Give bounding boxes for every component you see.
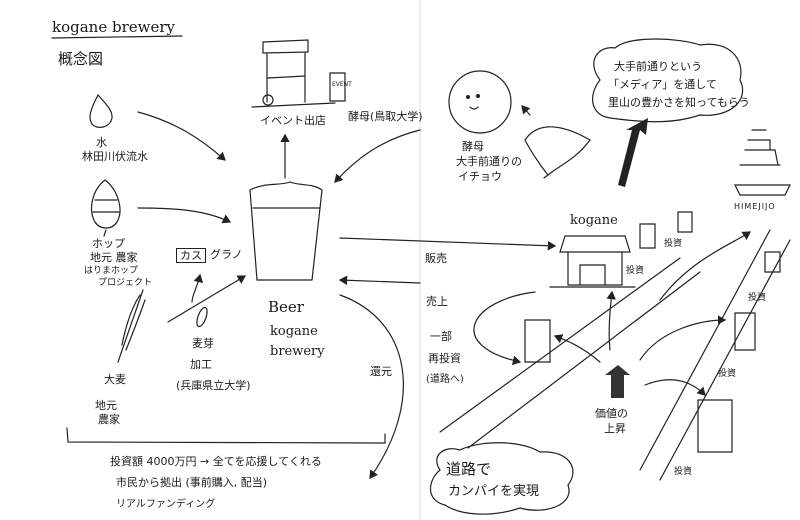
page-subtitle: 概念図 bbox=[58, 50, 104, 68]
buildings bbox=[524, 211, 781, 453]
invest-label: 投資 bbox=[718, 369, 737, 379]
event-stall-icon bbox=[251, 39, 346, 108]
road-lines bbox=[439, 229, 791, 481]
media-cloud bbox=[592, 38, 744, 123]
beer-label: Beer bbox=[268, 298, 304, 316]
yeast-label-3: イチョウ bbox=[458, 170, 502, 183]
castle-label: HIMEJIJO bbox=[734, 202, 776, 211]
media-cloud-line-2: 「メディア」を通して bbox=[608, 78, 717, 91]
byproduct-product: グラノ bbox=[210, 248, 243, 261]
water-drop-icon bbox=[89, 93, 113, 128]
event-sign: EVENT bbox=[332, 81, 352, 88]
malt-grain-icon bbox=[196, 306, 208, 328]
road-cloud bbox=[429, 442, 574, 515]
hop-label: ホップ bbox=[92, 237, 125, 250]
invest-label: 投資 bbox=[748, 293, 767, 303]
value-line-1: 価値の bbox=[595, 407, 628, 420]
water-source: 林田川伏流水 bbox=[82, 150, 148, 163]
malt-partner: (兵庫県立大学) bbox=[176, 379, 251, 392]
barley-source-2: 農家 bbox=[98, 413, 120, 426]
media-cloud-line-3: 里山の豊かさを知ってもらう bbox=[608, 96, 750, 109]
revenue-label: 売上 bbox=[426, 295, 448, 308]
yeast-face-icon bbox=[448, 70, 512, 134]
yeast-label-1: 酵母 bbox=[462, 140, 484, 153]
sales-label: 販売 bbox=[425, 252, 447, 265]
funding-line-3: リアルファンディング bbox=[116, 499, 216, 510]
reinvest-line-2: 再投資 bbox=[428, 352, 461, 365]
byproduct-box: カス bbox=[176, 248, 206, 263]
funding-line-2: 市民から拠出 (事前購入, 配当) bbox=[116, 476, 268, 489]
invest-label: 投資 bbox=[626, 266, 645, 276]
beer-glass-icon bbox=[249, 181, 323, 281]
invest-label: 投資 bbox=[674, 467, 693, 477]
media-cloud-line-1: 大手前通りという bbox=[614, 60, 702, 73]
malt-label: 麦芽 bbox=[192, 337, 214, 350]
return-label: 還元 bbox=[370, 365, 392, 378]
ginkgo-leaf-icon bbox=[524, 126, 591, 179]
invest-label: 投資 bbox=[664, 239, 683, 249]
castle-icon bbox=[734, 129, 791, 196]
water-label: 水 bbox=[96, 136, 107, 149]
malt-process: 加工 bbox=[190, 358, 212, 371]
up-arrow-icon bbox=[618, 118, 648, 187]
hop-project-1: はりまホップ bbox=[84, 266, 139, 276]
yeast-label-2: 大手前通りの bbox=[456, 155, 522, 168]
title-underline bbox=[51, 35, 183, 39]
barley-source-1: 地元 bbox=[95, 399, 117, 412]
hop-project-2: プロジェクト bbox=[98, 278, 153, 288]
road-cloud-line-1: 道路で bbox=[446, 460, 492, 478]
yeast-source-label: 酵母(鳥取大学) bbox=[348, 110, 423, 123]
value-up-arrow-icon bbox=[605, 365, 630, 398]
shop-icon bbox=[549, 235, 636, 288]
beer-brand: kogane bbox=[270, 324, 318, 339]
hop-icon bbox=[91, 179, 121, 237]
funding-line-1: 投資額 4000万円 → 全てを応援してくれる bbox=[110, 455, 322, 468]
barley-label: 大麦 bbox=[104, 373, 126, 386]
reinvest-line-1: 一部 bbox=[430, 330, 452, 343]
beer-brewery: brewery bbox=[270, 344, 325, 359]
event-label: イベント出店 bbox=[260, 114, 326, 127]
reinvest-line-3: (道路へ) bbox=[426, 374, 464, 385]
barley-icon bbox=[117, 289, 146, 363]
value-line-2: 上昇 bbox=[604, 422, 626, 435]
shop-label: kogane bbox=[570, 213, 618, 228]
page-title: kogane brewery bbox=[52, 18, 175, 36]
funding-bracket bbox=[66, 427, 386, 444]
hop-source: 地元 農家 bbox=[90, 251, 138, 264]
road-cloud-line-2: カンパイを実現 bbox=[448, 484, 540, 499]
